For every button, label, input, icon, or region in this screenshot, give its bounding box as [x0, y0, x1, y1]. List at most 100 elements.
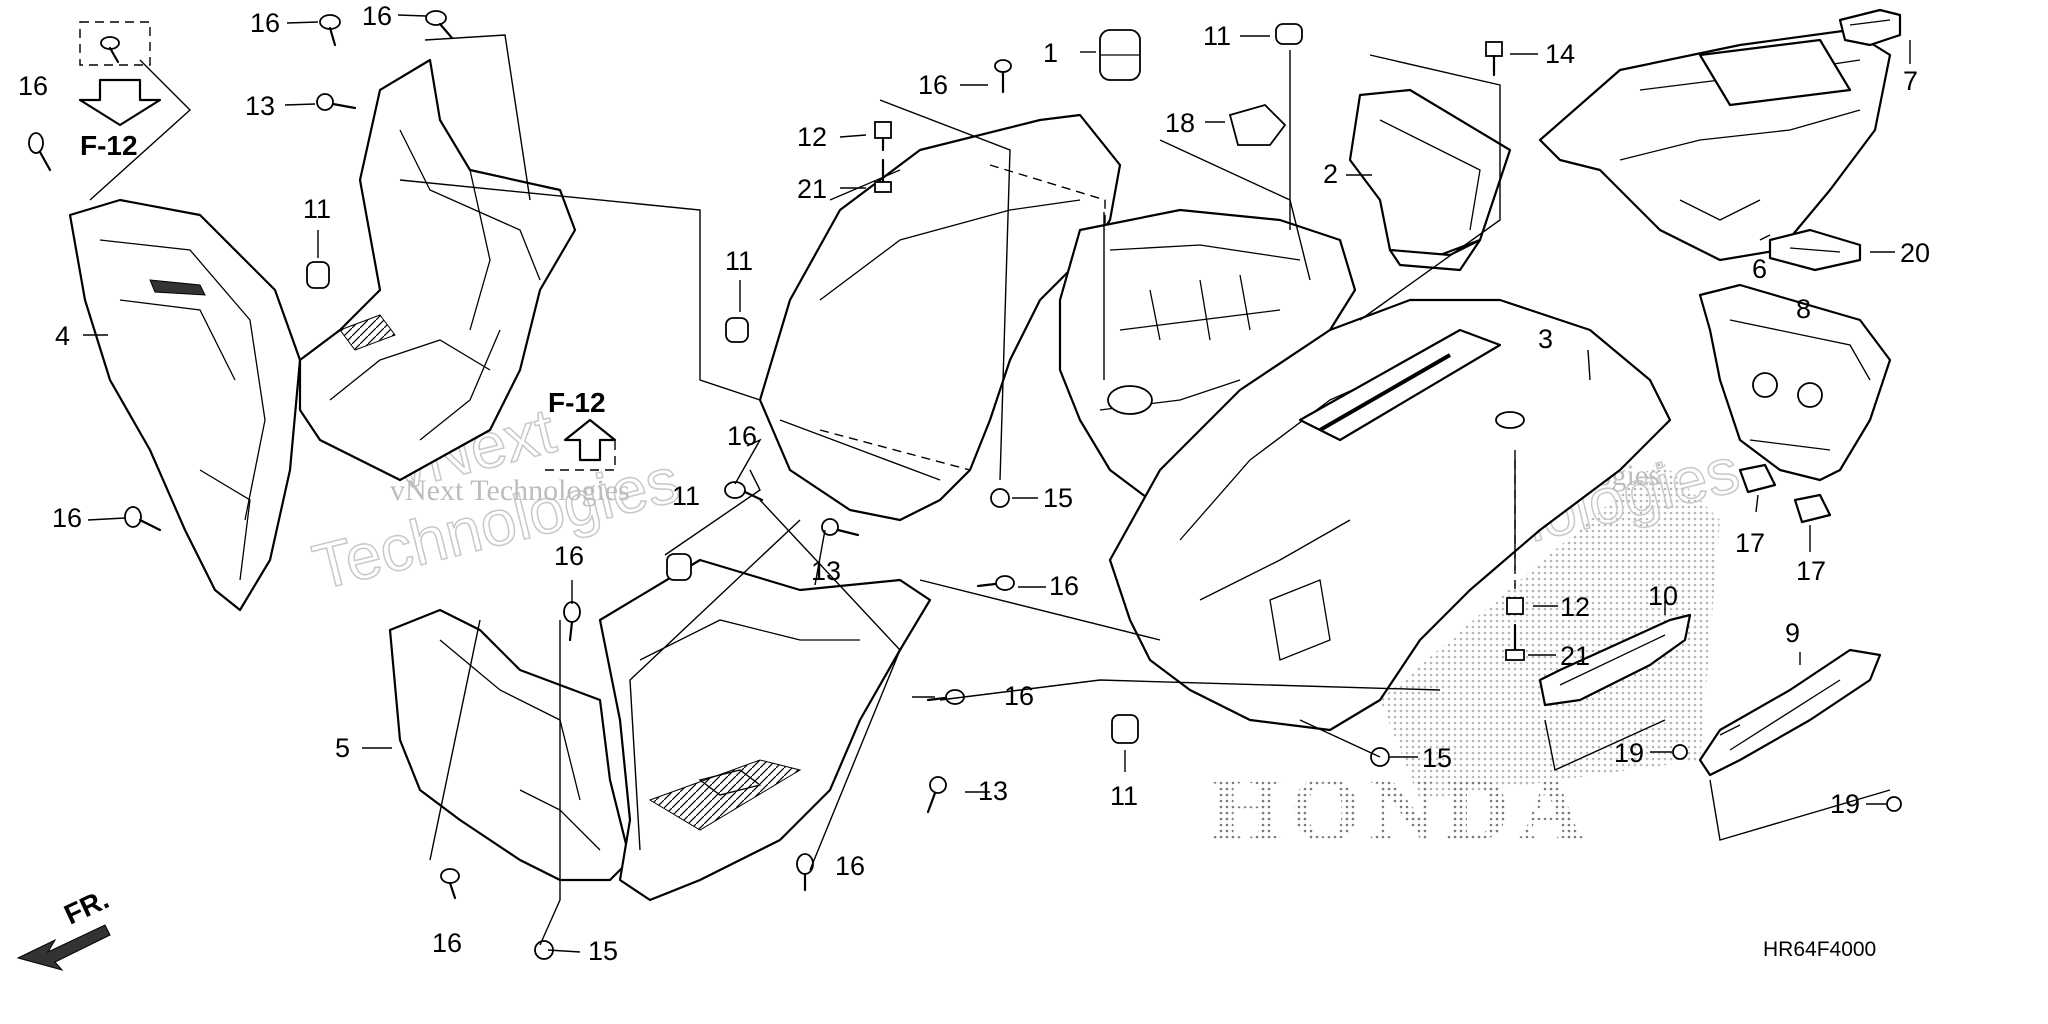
leader-lines: [83, 14, 1911, 953]
brand-watermark: HONDA: [1210, 758, 1592, 860]
front-direction-marker: FR.: [16, 883, 113, 971]
bolt-12-top: [874, 121, 892, 152]
grommet-11-lower: [666, 553, 692, 581]
callout-11e: 11: [1110, 781, 1138, 811]
bolt-14: [1485, 41, 1503, 77]
bolt-13-mid: [821, 518, 860, 537]
rivet-16-boxed: [100, 36, 120, 64]
grommet-11-mid: [725, 317, 749, 343]
rivet-16-mid-b: [563, 601, 581, 642]
callout-16i: 16: [835, 851, 865, 881]
bolt-12-right: [1506, 597, 1524, 615]
callout-13a: 13: [245, 91, 275, 121]
rivet-16-left-lower: [124, 506, 162, 532]
bolt-13-top: [316, 93, 357, 111]
ref-label-f12-mid: F-12: [548, 387, 606, 418]
grommet-11-left: [306, 261, 330, 289]
screw-19-b: [1886, 796, 1902, 812]
dashed-lines: [79, 21, 1516, 595]
callout-16d: 16: [52, 503, 82, 533]
hardware-fasteners: [28, 10, 1902, 960]
callout-11-mid: 11: [672, 481, 700, 511]
ref-f12-left: F-12: [78, 78, 162, 161]
grommet-11-top: [1275, 23, 1303, 45]
callout-12a: 12: [797, 122, 827, 152]
damper-1: [1099, 29, 1141, 81]
grommet-11-bottom: [1111, 714, 1139, 744]
part-8-rear-panel: [1698, 283, 1892, 482]
callout-16a: 16: [250, 8, 280, 38]
screw-19-a: [1672, 744, 1688, 760]
callout-9: 9: [1785, 618, 1800, 648]
callout-18: 18: [1165, 108, 1195, 138]
callout-15b: 15: [1043, 483, 1073, 513]
rivet-16-bottom: [440, 868, 460, 900]
callout-16c: 16: [18, 71, 48, 101]
callout-4: 4: [55, 321, 70, 351]
nut-15-mid: [990, 488, 1010, 508]
part-6-rear-cover: [1538, 28, 1892, 262]
ref-label-f12-left: F-12: [80, 130, 138, 161]
callout-16h: 16: [1004, 681, 1034, 711]
callout-8: 8: [1796, 294, 1811, 324]
dotted-background-area: HONDA: [1210, 460, 1720, 860]
bolt-21-right: [1505, 623, 1525, 661]
callout-16b: 16: [362, 1, 392, 31]
rivet-16-top-left-a: [319, 14, 341, 47]
rivet-16-mid-d: [926, 689, 965, 705]
part-20-strap: [1768, 228, 1862, 272]
rivet-16-mid-c: [976, 575, 1015, 591]
callout-11b: 11: [725, 246, 753, 276]
callout-10: 10: [1648, 581, 1678, 611]
callout-16f: 16: [1049, 571, 1079, 601]
callout-17b: 17: [1796, 556, 1826, 586]
callout-12b: 12: [1560, 592, 1590, 622]
bolt-21-top: [874, 158, 892, 193]
callout-16j: 16: [432, 928, 462, 958]
rivet-16-mid-a: [724, 481, 764, 502]
callout-2: 2: [1323, 159, 1338, 189]
part-5-rear-left-cover: [388, 558, 932, 902]
callout-21a: 21: [797, 174, 827, 204]
callout-13b: 13: [811, 556, 841, 586]
part-rear-fender-top: [758, 113, 1122, 522]
callout-1: 1: [1043, 38, 1058, 68]
callout-11d: 11: [1203, 21, 1231, 51]
clip-18: [1228, 103, 1287, 146]
callout-6: 6: [1752, 254, 1767, 284]
part-3-rear-fender: [1108, 298, 1672, 732]
callout-21b: 21: [1560, 641, 1590, 671]
callout-3: 3: [1538, 324, 1553, 354]
callout-16e: 16: [727, 421, 757, 451]
rivet-16-far-left: [28, 132, 52, 172]
rivet-16-top-left-b: [425, 10, 454, 40]
part-7-clip: [1838, 8, 1902, 47]
callout-5: 5: [335, 733, 350, 763]
part-4-inner-panel: [298, 58, 577, 482]
callout-11a: 11: [303, 194, 331, 224]
callout-7: 7: [1903, 66, 1918, 96]
callout-15a: 15: [588, 936, 618, 966]
callout-15c: 15: [1422, 743, 1452, 773]
ref-f12-mid: F-12: [548, 387, 617, 462]
part-4-front-left-cover: [68, 198, 302, 612]
callout-20: 20: [1900, 238, 1930, 268]
callout-numbers: 16 16 16 13 11 4 16 11 16 11 13 16 16 16…: [18, 1, 1930, 966]
part-2-bracket: [1348, 88, 1512, 272]
callout-16g: 16: [554, 541, 584, 571]
callout-17a: 17: [1735, 528, 1765, 558]
callout-19b: 19: [1830, 789, 1860, 819]
part-10-guard: [1538, 613, 1692, 707]
watermark-small-left: vNext Technologies: [390, 474, 630, 507]
part-9-guard: [1698, 648, 1882, 777]
callout-16k: 16: [918, 70, 948, 100]
rivet-16-bottom-mid: [796, 853, 814, 892]
callout-14: 14: [1545, 39, 1575, 69]
callout-13c: 13: [978, 776, 1008, 806]
rivet-16-top-center: [994, 59, 1012, 94]
part-17-clips: [1738, 463, 1832, 524]
callout-19a: 19: [1614, 738, 1644, 768]
bolt-13-lower: [926, 776, 947, 814]
diagram-code: HR64F4000: [1763, 938, 1876, 961]
